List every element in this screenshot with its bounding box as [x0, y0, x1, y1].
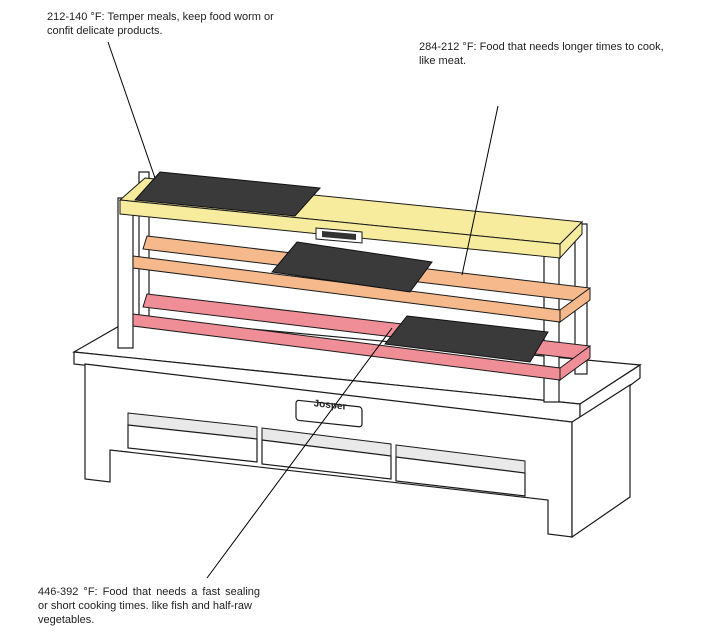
leader-line-bottom: [206, 327, 393, 579]
top-logo-badge: [315, 227, 363, 244]
callout-middle-rack: 284-212 °F: Food that needs longer times…: [419, 40, 664, 68]
callout-top-rack-line2: confit delicate products.: [47, 25, 163, 37]
leader-lines: [107, 41, 499, 579]
leader-line-middle: [461, 105, 499, 276]
grill-grates: [133, 171, 549, 363]
drawers: [127, 412, 526, 497]
callout-bottom-rack-line3: vegetables.: [38, 614, 95, 626]
callout-top-rack-line1: 212-140 °F: Temper meals, keep food worm…: [47, 11, 274, 23]
leader-line-top: [107, 41, 156, 179]
callout-middle-rack-line1: 284-212 °F: Food that needs longer times…: [419, 41, 664, 53]
callout-top-rack: 212-140 °F: Temper meals, keep food worm…: [47, 10, 274, 38]
callout-bottom-rack: 446-392 °F: Food that needs a fast seali…: [38, 585, 260, 627]
callout-bottom-rack-line2: or short cooking times. like fish and ha…: [38, 600, 252, 612]
callout-bottom-rack-line1: 446-392 °F: Food that needs a fast seali…: [38, 586, 261, 598]
callout-middle-rack-line2: like meat.: [419, 55, 467, 67]
